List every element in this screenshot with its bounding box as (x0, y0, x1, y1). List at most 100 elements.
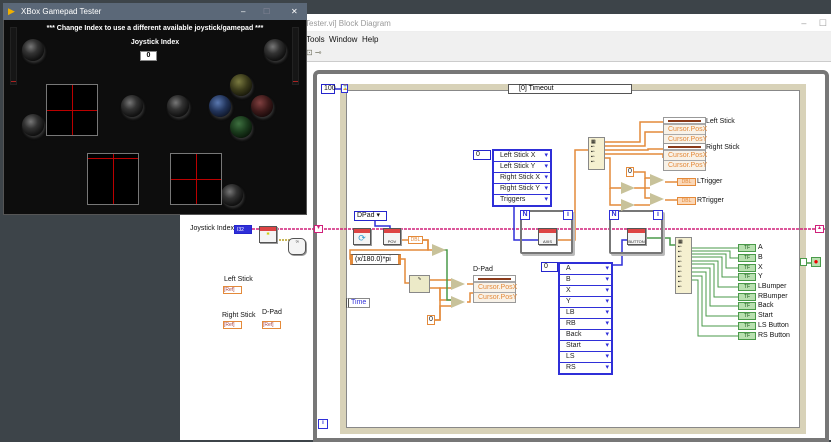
button-item[interactable]: Y (560, 297, 611, 307)
left-stick-graph (46, 84, 98, 136)
rtrigger-label: RTrigger (697, 197, 724, 204)
dpad-ref[interactable]: [Ref] (262, 321, 281, 329)
menu-bar: Tools Window Help (180, 32, 831, 46)
stop-tunnel (800, 258, 807, 266)
pov-vi[interactable]: POV (383, 228, 401, 245)
button-array-index[interactable]: 0 (541, 262, 558, 272)
toolbar-icons[interactable]: ⊡ ⊸ (306, 48, 322, 57)
bool-start: TF (738, 312, 756, 320)
trigger-zero-constant[interactable]: 0 (626, 167, 634, 177)
shift-register-left[interactable]: ▾ (314, 225, 323, 233)
bool-x: TF (738, 264, 756, 272)
axis-item[interactable]: Left Stick X (494, 151, 550, 161)
pov-vi-label: POV (387, 239, 397, 244)
start-led (167, 95, 189, 117)
minimize-button[interactable]: – (241, 7, 246, 16)
bd-window-controls[interactable]: – ☐ (801, 18, 827, 28)
for-loop-iteration: i (563, 210, 573, 220)
left-stick-posy: Cursor.PosY (664, 134, 707, 144)
rtrigger-indicator: DBL (677, 197, 696, 205)
error-dialog-icon[interactable]: ?! (288, 238, 306, 255)
button-item[interactable]: LB (560, 308, 611, 318)
button-item[interactable]: LS (560, 352, 611, 362)
greater-than-node (621, 182, 635, 194)
menu-help[interactable]: Help (362, 35, 379, 44)
stop-icon[interactable]: ● (811, 257, 821, 267)
axis-vi[interactable]: AXIS (538, 228, 557, 245)
right-stick-ref[interactable]: [Ref] (223, 321, 242, 329)
button-item[interactable]: RB (560, 319, 611, 329)
menu-window[interactable]: Window (329, 35, 358, 44)
select-rtrigger (650, 193, 664, 205)
button-item[interactable]: Back (560, 330, 611, 340)
joystick-index-label: Joystick Index (190, 225, 234, 232)
button-item[interactable]: A (560, 264, 611, 274)
x-button-led (209, 95, 231, 117)
axis-array-constant[interactable]: Left Stick X Left Stick Y Right Stick X … (492, 149, 552, 207)
left-stick-property-node[interactable]: Cursor.PosX Cursor.PosY (663, 117, 707, 145)
for-loop-axis (520, 210, 573, 254)
timeout-constant[interactable]: 100 (321, 84, 336, 94)
for-loop-count: N (520, 210, 530, 220)
close-button[interactable]: ✕ (291, 7, 298, 16)
axis-item[interactable]: Right Stick X (494, 173, 550, 183)
right-stick-graph (170, 153, 222, 205)
rs-button-led (221, 184, 243, 206)
button-item[interactable]: RS (560, 363, 611, 373)
button-item[interactable]: Start (560, 341, 611, 351)
left-stick-posx: Cursor.PosX (664, 124, 707, 134)
button-array-constant[interactable]: A B X Y LB RB Back Start LS RS (558, 262, 613, 375)
dpad-ref-label: D-Pad (262, 309, 282, 316)
right-stick-property-node[interactable]: Cursor.PosX Cursor.PosY (663, 143, 707, 171)
dpad-property-node[interactable]: Cursor.PosX Cursor.PosY (473, 275, 517, 303)
lb-led (22, 39, 44, 61)
ltrigger-indicator: DBL (677, 178, 696, 186)
refresh-vi[interactable]: ⟳ (353, 228, 371, 245)
bool-back: TF (738, 302, 756, 310)
maximize-button[interactable]: ☐ (263, 7, 271, 16)
to-double: DBL (408, 236, 423, 244)
shift-register-right[interactable]: ▴ (815, 225, 824, 233)
bool-rbumper: TF (738, 293, 756, 301)
left-stick-label: Left Stick (224, 276, 253, 283)
dpad-ring-constant[interactable]: DPad ▾ (354, 211, 387, 221)
zero-constant[interactable]: 0 (427, 315, 435, 325)
bool-b-label: B (758, 254, 763, 261)
formula-node[interactable]: (x/180.0)*pi (350, 254, 401, 265)
bool-ls-button: TF (738, 322, 756, 330)
button-vi[interactable]: BUTTON (627, 228, 646, 245)
event-case-selector[interactable]: [0] Timeout (508, 84, 632, 94)
joystick-init-vi[interactable]: ✱ (259, 226, 277, 243)
select-ltrigger (650, 174, 664, 186)
ls-button-led (22, 114, 44, 136)
block-diagram-title: Tester.vi] Block Diagram (180, 14, 831, 32)
button-item[interactable]: X (560, 286, 611, 296)
bool-y: TF (738, 273, 756, 281)
right-stick-label: Right Stick (222, 312, 256, 319)
instruction-text: *** Change Index to use a different avai… (46, 25, 264, 32)
bool-a-label: A (758, 244, 763, 251)
time-event-data: Time (346, 298, 370, 308)
left-stick-ref[interactable]: [Ref] (223, 286, 242, 294)
b-button-led (251, 95, 273, 117)
front-panel-titlebar: ▶ XBox Gamepad Tester – ☐ ✕ (3, 3, 307, 20)
axis-item[interactable]: Left Stick Y (494, 162, 550, 172)
bool-x-label: X (758, 264, 763, 271)
button-vi-label: BUTTON (628, 239, 645, 244)
axis-vi-label: AXIS (542, 239, 553, 244)
labview-icon: ▶ (8, 6, 15, 16)
button-item[interactable]: B (560, 275, 611, 285)
bool-a: TF (738, 244, 756, 252)
select-node-y (451, 296, 465, 308)
axis-item[interactable]: Triggers (494, 195, 550, 205)
less-than-node (621, 199, 635, 211)
axis-item[interactable]: Right Stick Y (494, 184, 550, 194)
joystick-index-terminal[interactable]: I32 (234, 225, 252, 234)
joystick-index-input[interactable]: 0 (140, 51, 157, 61)
dpad-label: D-Pad (473, 266, 493, 273)
dpad-posy: Cursor.PosY (474, 292, 517, 302)
select-node-x (451, 278, 465, 290)
bool-back-label: Back (758, 302, 774, 309)
axis-array-index[interactable]: 0 (473, 150, 491, 160)
menu-tools[interactable]: Tools (306, 35, 325, 44)
